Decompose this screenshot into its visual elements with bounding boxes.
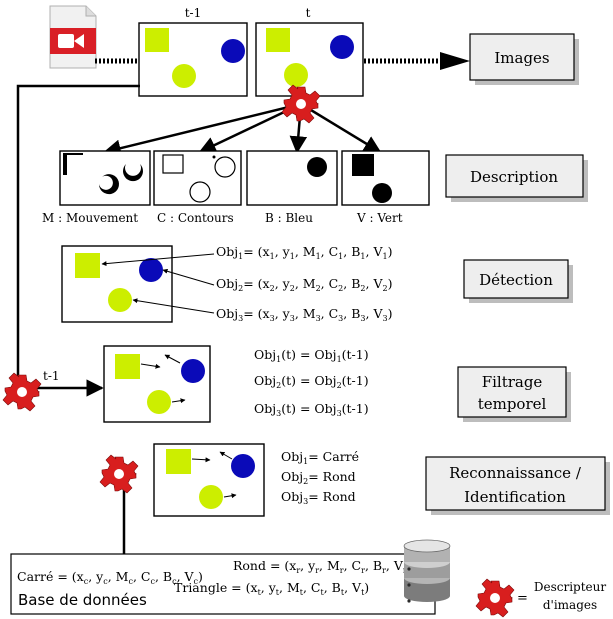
obj1-pointer (101, 253, 215, 267)
green-square-shape (145, 28, 169, 52)
green-circle-shape (172, 64, 196, 88)
stage-description-label: Description (470, 168, 558, 186)
green-circle-shape (199, 485, 223, 509)
descriptor-mouvement-label: M : Mouvement (42, 211, 138, 225)
feedback-label: t-1 (43, 369, 60, 383)
descriptor-bleu-label: B : Bleu (265, 211, 313, 225)
stage-detection: Détection (463, 259, 573, 303)
descriptor-contours-label: C : Contours (157, 211, 234, 225)
filtering-equations: Obj1(t) = Obj1(t-1) Obj2(t) = Obj2(t-1) Ob… (254, 347, 369, 418)
database-icon (403, 539, 451, 603)
obj3-pointer (132, 298, 215, 314)
video-file-icon (49, 5, 97, 69)
frame-t-minus-1 (138, 22, 248, 97)
green-circle-shape (108, 288, 132, 312)
legend-equals: = (517, 591, 528, 606)
frame-detection (61, 245, 173, 323)
stage-description: Description (445, 154, 588, 202)
detection-equation-2: Obj2= (x2, y2, M2, C2, B2, V2) (216, 276, 392, 293)
map-bleu (246, 150, 338, 206)
detection-equation-1: Obj1= (x1, y1, M1, C1, B1, V1) (216, 244, 392, 261)
green-square-shape (75, 253, 100, 278)
arrow-to-mouvement (103, 102, 302, 157)
frame-recognition (153, 443, 265, 517)
stage-detection-label: Détection (479, 271, 553, 289)
descriptor-vert-label: V : Vert (356, 211, 403, 225)
stage-images-label: Images (494, 49, 549, 67)
stage-recognition-label-2: Identification (464, 488, 566, 506)
recognition-equation-3: Obj3= Rond (281, 489, 356, 506)
recognition-equation-1: Obj1= Carré (281, 449, 359, 466)
stage-filtering-label-1: Filtrage (482, 373, 543, 391)
database-box (10, 553, 436, 615)
database-equations: Carré = (xc, yc, Mc, Cc, Bc, Vc) Rond = (… (17, 558, 412, 597)
blue-circle-shape (139, 258, 163, 282)
detection-equations: Obj1= (x1, y1, M1, C1, B1, V1) Obj2= (x2,… (216, 244, 392, 323)
blue-circle-shape (330, 35, 354, 59)
frame-filtering (103, 345, 211, 423)
images-arrowhead (440, 52, 470, 70)
filtering-equation-2: Obj2(t) = Obj2(t-1) (254, 373, 369, 390)
stage-recognition: Reconnaissance / Identification (425, 456, 610, 515)
blue-circle-shape (231, 454, 255, 478)
database-title: Base de données (18, 591, 147, 609)
legend-line-1: Descripteur (534, 580, 607, 594)
green-square-shape (266, 28, 290, 52)
map-mouvement (59, 150, 151, 206)
green-circle-shape (284, 63, 308, 87)
db-triangle-equation: Triangle = (xt, yt, Mt, Ct, Bt, Vt) (174, 580, 369, 597)
legend-gear-icon (475, 578, 515, 618)
blue-circle-shape (181, 359, 205, 383)
blue-circle-shape (221, 39, 245, 63)
green-circle-shape (147, 390, 171, 414)
frame-t (255, 22, 364, 97)
filtering-equation-1: Obj1(t) = Obj1(t-1) (254, 347, 369, 364)
stage-recognition-label-1: Reconnaissance / (449, 464, 582, 482)
green-square-shape (115, 354, 140, 379)
stage-filtering-label-2: temporel (478, 395, 547, 413)
map-vert (341, 150, 430, 206)
green-square-shape (166, 449, 191, 474)
recognition-gear-icon (99, 454, 139, 494)
detection-equation-3: Obj3= (x3, y3, M3, C3, B3, V3) (216, 306, 392, 323)
feedback-gear-icon (2, 372, 42, 412)
map-contours (153, 150, 242, 206)
stage-filtering: Filtrage temporel (457, 366, 571, 422)
db-rond-equation: Rond = (xr, yr, Mr, Cr, Br, Vr) (233, 558, 412, 575)
filtering-equation-3: Obj3(t) = Obj3(t-1) (254, 401, 369, 418)
db-carre-equation: Carré = (xc, yc, Mc, Cc, Bc, Vc) (17, 569, 203, 586)
frame-curr-label: t (306, 6, 311, 20)
obj2-pointer (162, 268, 215, 286)
stage-images: Images (469, 33, 579, 85)
recognition-equation-2: Obj2= Rond (281, 469, 356, 486)
frame-prev-label: t-1 (185, 6, 202, 20)
feedback-line (16, 84, 140, 390)
arrow-to-vert (300, 102, 382, 154)
legend-line-2: d'images (543, 598, 597, 612)
